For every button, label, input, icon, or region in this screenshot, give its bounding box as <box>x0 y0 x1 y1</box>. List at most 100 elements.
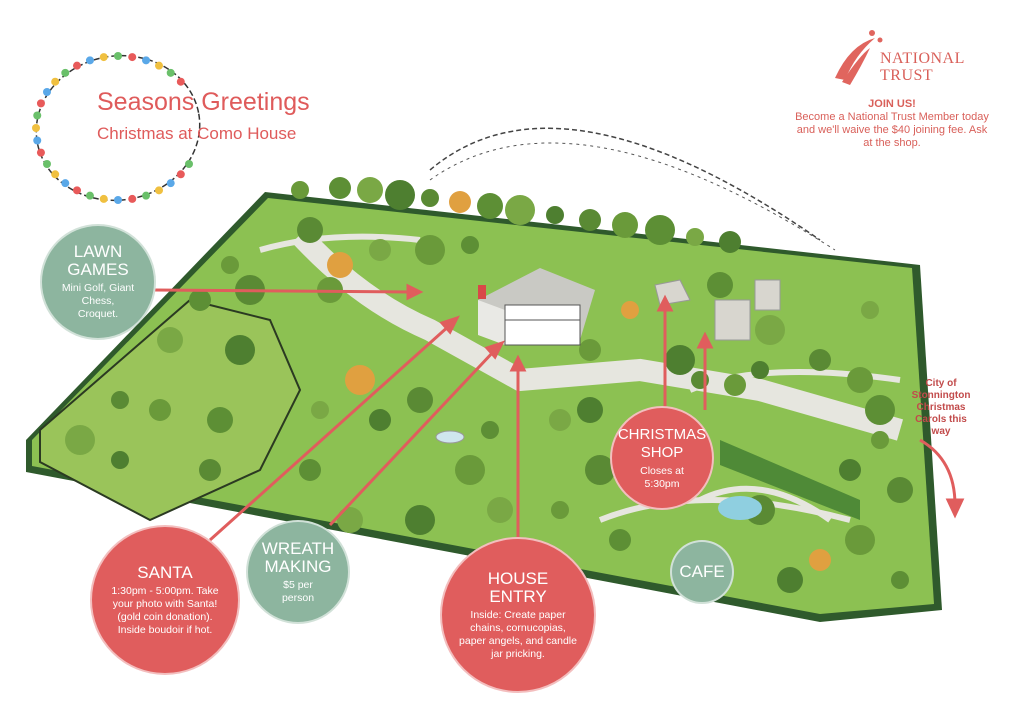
light-bulb <box>176 170 185 179</box>
poi-wreath-making[interactable]: WREATH MAKING$5 per person <box>246 520 350 624</box>
light-bulb <box>73 186 81 195</box>
christmas-lights-wreath <box>32 52 201 204</box>
tree <box>481 421 499 439</box>
light-bulb <box>185 160 194 168</box>
tree <box>461 236 479 254</box>
tree <box>891 571 909 589</box>
tree <box>297 217 323 243</box>
tree <box>751 361 769 379</box>
pond <box>718 496 762 520</box>
tree <box>551 501 569 519</box>
tree <box>645 215 675 245</box>
tree <box>579 209 601 231</box>
tree <box>291 181 309 199</box>
tree <box>609 529 631 551</box>
poi-title: CAFE <box>679 562 725 581</box>
light-bulb <box>42 88 51 96</box>
tree <box>777 567 803 593</box>
tree <box>505 195 535 225</box>
tree <box>809 549 831 571</box>
light-bulb <box>142 56 151 65</box>
tree <box>225 335 255 365</box>
light-bulb <box>36 148 45 157</box>
tree <box>327 252 353 278</box>
join-heading: JOIN US! <box>868 98 916 110</box>
tree <box>707 272 733 298</box>
tree <box>369 409 391 431</box>
tree <box>839 459 861 481</box>
page-title: Seasons Greetings <box>97 88 310 116</box>
tree <box>686 228 704 246</box>
light-bulb <box>36 99 45 108</box>
tree <box>207 407 233 433</box>
tree <box>847 367 873 393</box>
light-bulb <box>99 194 108 203</box>
light-bulb <box>32 124 40 132</box>
tree <box>546 206 564 224</box>
poi-text: Closes at 5:30pm <box>640 464 684 490</box>
light-bulb <box>51 77 60 86</box>
tree <box>329 177 351 199</box>
light-bulb <box>73 61 81 70</box>
tree <box>477 193 503 219</box>
brand-line-1: NATIONAL <box>880 50 965 67</box>
tree <box>449 191 471 213</box>
fountain <box>435 430 465 444</box>
tree <box>111 451 129 469</box>
tree <box>585 455 615 485</box>
light-bulb <box>155 61 163 70</box>
tree <box>345 365 375 395</box>
tree <box>665 345 695 375</box>
light-bulb <box>166 179 175 188</box>
poi-text: $5 per person <box>281 578 315 604</box>
light-bulb <box>42 160 51 168</box>
hedge <box>720 440 860 520</box>
page-subtitle: Christmas at Como House <box>97 124 297 143</box>
tree <box>865 395 895 425</box>
tree <box>487 497 513 523</box>
tree <box>577 397 603 423</box>
light-bulb <box>155 186 163 195</box>
poi-title: CHRISTMAS SHOP <box>617 425 707 461</box>
tree <box>311 401 329 419</box>
tree <box>369 239 391 261</box>
light-bulb <box>85 191 94 200</box>
poi-title: HOUSE ENTRY <box>487 568 549 606</box>
join-text: Become a National Trust Member today and… <box>795 111 989 149</box>
poi-text: Mini Golf, Giant Chess, Croquet. <box>61 282 135 320</box>
poi-text: 1:30pm - 5:00pm. Take your photo with Sa… <box>111 584 219 636</box>
tree <box>861 301 879 319</box>
tree <box>612 212 638 238</box>
tree <box>405 505 435 535</box>
tree <box>337 507 363 533</box>
tree <box>415 235 445 265</box>
tree <box>299 459 321 481</box>
national-trust-logo-icon <box>835 30 883 85</box>
light-bulb <box>128 53 137 62</box>
tree <box>385 180 415 210</box>
light-bulb <box>51 170 60 179</box>
como-house <box>478 268 595 346</box>
tree <box>189 289 211 311</box>
light-bulb <box>33 136 42 145</box>
tree <box>724 374 746 396</box>
light-bulb <box>85 56 94 65</box>
main-path <box>291 227 904 441</box>
lights-wreath-bulbs <box>32 52 194 204</box>
light-bulb <box>114 196 122 204</box>
carols-direction-note: City of Stonnington Christmas Carols thi… <box>911 378 971 437</box>
join-us-notice: JOIN US!Become a National Trust Member t… <box>792 98 992 150</box>
poi-cafe[interactable]: CAFE <box>670 540 734 604</box>
light-bulb <box>33 111 42 120</box>
tree <box>755 315 785 345</box>
light-bulb <box>114 52 122 60</box>
light-bulb <box>61 179 70 188</box>
poi-christmas-shop[interactable]: CHRISTMAS SHOP Closes at 5:30pm <box>610 406 714 510</box>
tree <box>199 459 221 481</box>
light-bulb <box>142 191 151 200</box>
light-bulb <box>61 68 70 77</box>
